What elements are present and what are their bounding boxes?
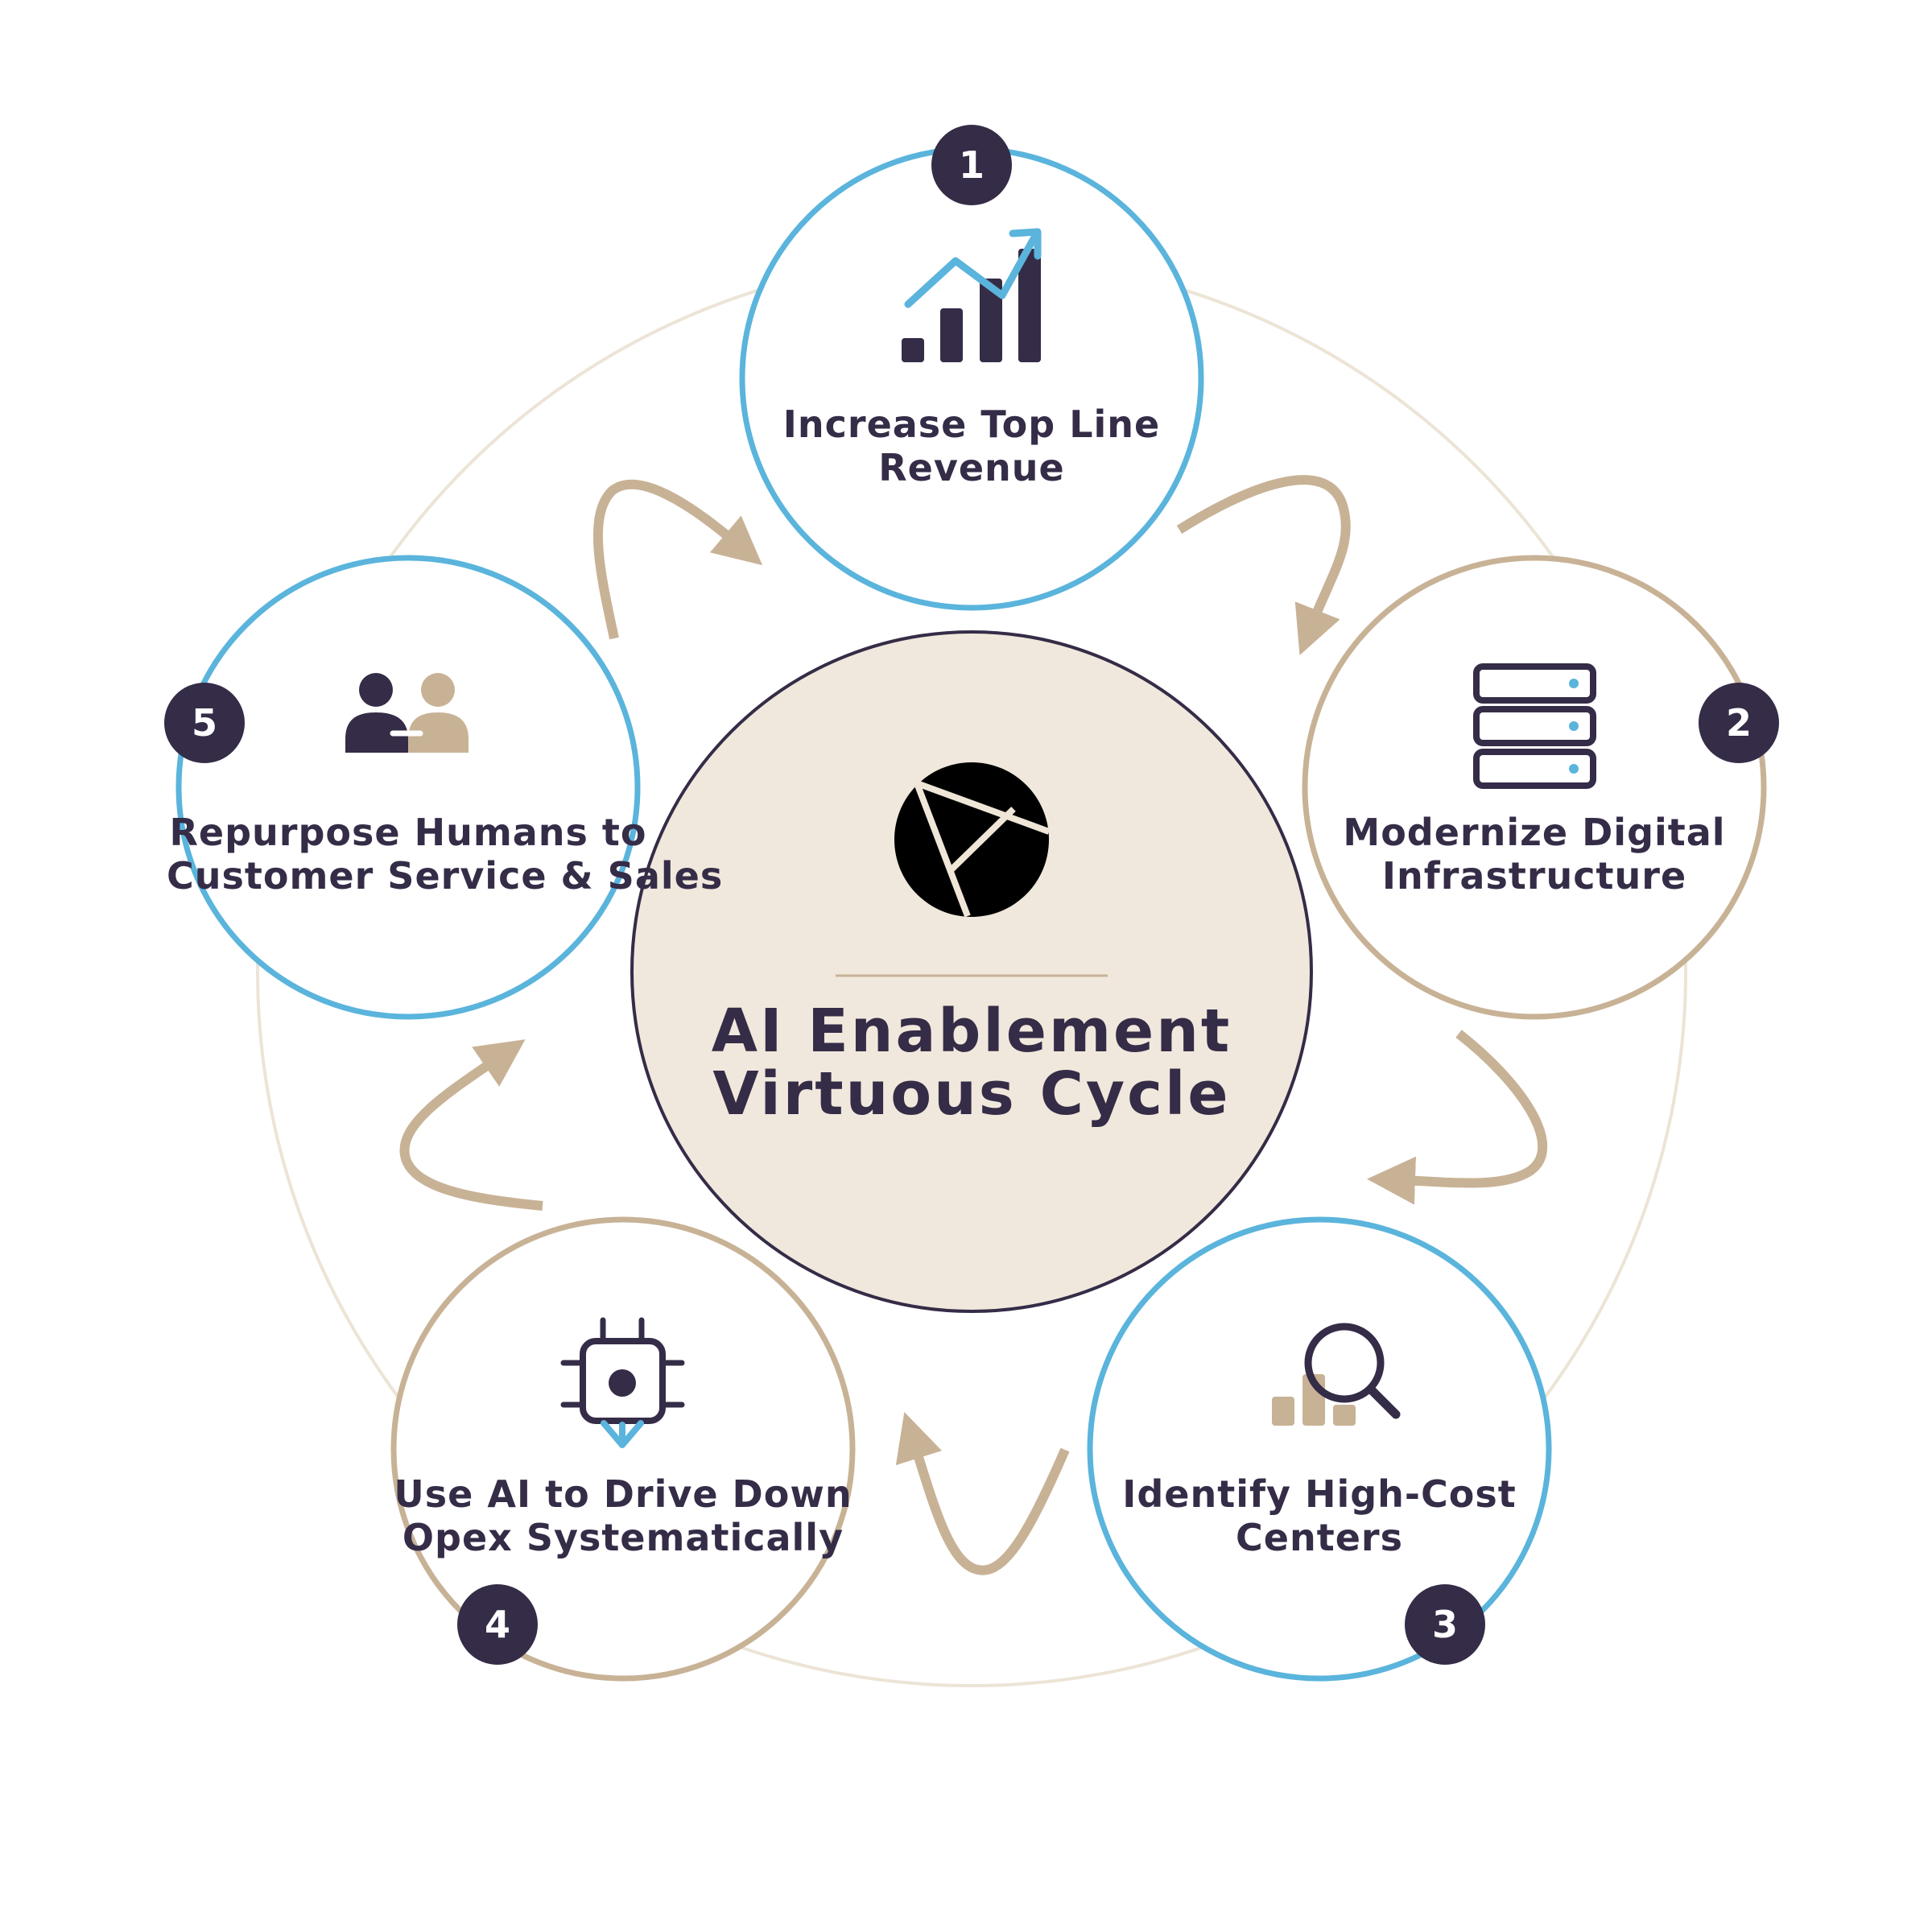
step-5-badge: 5 [164, 683, 245, 763]
arrow-1-to-2 [1176, 475, 1351, 656]
step-5-circle [175, 555, 641, 1020]
step-3-badge: 3 [1405, 1584, 1485, 1665]
center-title-line-2: Virtuous Cycle [712, 1059, 1231, 1129]
step-1-label-line-1: Increase Top Line [782, 402, 1161, 446]
aperture-logo-icon [894, 762, 1051, 918]
cycle-arrows [399, 475, 1548, 1575]
arrow-5-to-1 [592, 479, 763, 640]
step-3-label-line-1: Identify High-Cost [1122, 1472, 1517, 1516]
chip-down-icon [560, 1317, 685, 1448]
step-4-label: Use AI to Drive Down Opex Systematically [382, 1472, 865, 1559]
magnify-chart-icon [1272, 1323, 1401, 1426]
step-4-label-line-2: Opex Systematically [402, 1516, 844, 1559]
server-stack-icon [1473, 663, 1596, 789]
arrow-4-to-5 [399, 1039, 543, 1211]
step-1-badge: 1 [931, 125, 1012, 205]
step-2-badge: 2 [1699, 683, 1779, 763]
step-1-label-line-2: Revenue [878, 446, 1065, 489]
step-3-label-line-2: Centers [1236, 1516, 1403, 1559]
step-3-label: Identify High-Cost Centers [1078, 1472, 1561, 1559]
step-5-label: Repurpose Humans to Customer Service & S… [167, 811, 724, 898]
step-4-badge: 4 [457, 1584, 538, 1665]
center-circle [630, 630, 1313, 1313]
step-5-label-line-1: Repurpose Humans to [169, 811, 647, 854]
center-title-line-1: AI Enablement [711, 997, 1232, 1066]
growth-chart-icon [902, 228, 1042, 362]
step-4-circle [390, 1216, 856, 1682]
people-handshake-icon [345, 673, 469, 753]
step-2-label: Modernize Digital Infrastructure [1293, 811, 1776, 898]
step-1-circle [739, 146, 1204, 611]
step-2-label-line-2: Infrastructure [1381, 854, 1687, 898]
step-2-label-line-1: Modernize Digital [1343, 811, 1726, 854]
arrow-3-to-4 [895, 1411, 1070, 1575]
step-1-label: Increase Top Line Revenue [730, 402, 1213, 489]
step-3-circle [1087, 1216, 1552, 1682]
arrow-2-to-3 [1367, 1030, 1548, 1205]
step-5-label-line-2: Customer Service & Sales [167, 854, 724, 898]
center-title: AI Enablement Virtuous Cycle [666, 1000, 1278, 1125]
step-4-label-line-1: Use AI to Drive Down [394, 1472, 852, 1516]
